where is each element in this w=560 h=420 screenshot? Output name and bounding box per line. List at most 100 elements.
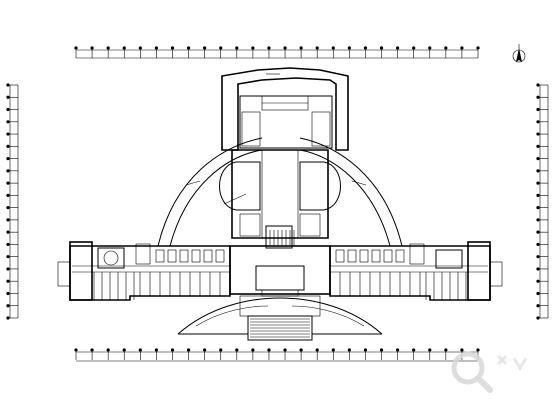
grid-axis-marker <box>122 348 126 352</box>
left-dimension-chain <box>6 83 19 320</box>
north-arrow-icon <box>512 44 526 63</box>
grid-axis-marker <box>267 348 271 352</box>
grid-axis-marker <box>186 46 191 50</box>
grid-axis-marker <box>536 120 540 124</box>
grid-axis-marker <box>536 291 540 296</box>
grid-axis-marker <box>412 46 416 50</box>
grid-axis-marker <box>315 46 319 50</box>
grid-axis-marker <box>6 107 10 112</box>
bottom-dimension-chain <box>74 348 480 362</box>
grid-axis-marker <box>536 193 540 197</box>
grid-axis-marker <box>536 230 540 234</box>
grid-axis-marker <box>536 83 540 87</box>
grid-axis-marker <box>536 267 540 271</box>
grid-axis-marker <box>6 144 10 148</box>
grid-axis-marker <box>476 46 480 50</box>
grid-axis-marker <box>6 230 10 234</box>
grid-axis-marker <box>536 107 540 112</box>
grid-axis-marker <box>106 348 110 352</box>
grid-axis-marker <box>90 348 94 352</box>
room-partitions <box>93 249 467 300</box>
south-entrance-plaza <box>177 295 383 341</box>
grid-axis-marker <box>536 95 540 99</box>
grid-axis-marker <box>363 348 368 352</box>
grid-axis-marker <box>6 218 10 222</box>
grid-axis-marker <box>6 156 10 161</box>
grid-axis-marker <box>6 95 10 99</box>
grid-axis-marker <box>331 348 335 352</box>
grid-axis-marker <box>536 206 540 210</box>
grid-axis-marker <box>428 46 432 50</box>
grid-axis-marker <box>6 242 10 247</box>
grid-axis-marker <box>6 181 10 185</box>
north-entrance-block <box>221 67 349 151</box>
magnifier-watermark-icon <box>451 351 528 393</box>
grid-axis-marker <box>6 132 10 136</box>
grid-axis-marker <box>476 348 480 352</box>
grid-axis-marker <box>283 348 287 352</box>
grid-axis-marker <box>203 46 207 50</box>
grid-axis-marker <box>6 316 10 320</box>
room-box <box>167 249 177 263</box>
grid-axis-marker <box>6 120 10 124</box>
east-end-tower <box>409 241 503 301</box>
grid-axis-marker <box>251 46 255 50</box>
grid-axis-marker <box>6 279 10 283</box>
grid-axis-marker <box>396 46 400 50</box>
grid-axis-marker <box>536 156 540 161</box>
grid-axis-marker <box>6 193 10 197</box>
grid-axis-marker <box>536 279 540 283</box>
grid-axis-marker <box>235 348 239 352</box>
grid-axis-marker <box>203 348 207 352</box>
room-box <box>395 249 405 263</box>
grid-axis-marker <box>235 46 239 50</box>
grid-axis-marker <box>536 181 540 185</box>
room-box <box>347 249 357 263</box>
grid-axis-marker <box>315 348 319 352</box>
room-box <box>359 249 369 263</box>
grid-axis-marker <box>6 291 10 296</box>
grid-axis-marker <box>363 46 368 50</box>
room-box <box>203 249 213 263</box>
grid-axis-marker <box>154 348 158 352</box>
top-dimension-chain <box>74 46 480 59</box>
grid-axis-marker <box>154 46 158 50</box>
grid-axis-marker <box>412 348 416 352</box>
room-box <box>191 249 201 263</box>
grid-axis-marker <box>347 348 351 352</box>
grid-axis-marker <box>299 348 303 352</box>
grid-axis-marker <box>6 83 10 87</box>
grid-axis-marker <box>138 46 142 50</box>
west-end-tower <box>57 241 151 301</box>
grid-axis-marker <box>6 169 10 173</box>
grid-axis-marker <box>536 144 540 148</box>
entrance-steps <box>250 230 310 338</box>
grid-axis-marker <box>90 46 94 50</box>
grid-axis-marker <box>444 348 448 352</box>
grid-axis-marker <box>219 46 223 50</box>
grid-axis-marker <box>536 255 540 259</box>
central-core <box>219 149 341 249</box>
grid-axis-marker <box>444 46 448 50</box>
grid-axis-marker <box>74 46 78 50</box>
main-wing <box>69 245 491 301</box>
grid-axis-marker <box>347 46 351 50</box>
grid-axis-marker <box>379 348 384 352</box>
room-box <box>371 249 381 263</box>
grid-axis-marker <box>379 46 384 50</box>
grid-axis-marker <box>536 132 540 136</box>
grid-axis-marker <box>536 218 540 222</box>
grid-axis-marker <box>138 348 142 352</box>
grid-axis-marker <box>536 242 540 247</box>
grid-axis-marker <box>536 169 540 173</box>
grid-axis-marker <box>74 348 78 352</box>
grid-axis-marker <box>536 316 540 320</box>
grid-axis-marker <box>186 348 191 352</box>
grid-axis-marker <box>267 46 271 50</box>
grid-axis-marker <box>219 348 223 352</box>
grid-axis-marker <box>460 348 464 352</box>
right-dimension-chain <box>536 83 549 320</box>
grid-axis-marker <box>6 206 10 210</box>
grid-axis-marker <box>283 46 287 50</box>
